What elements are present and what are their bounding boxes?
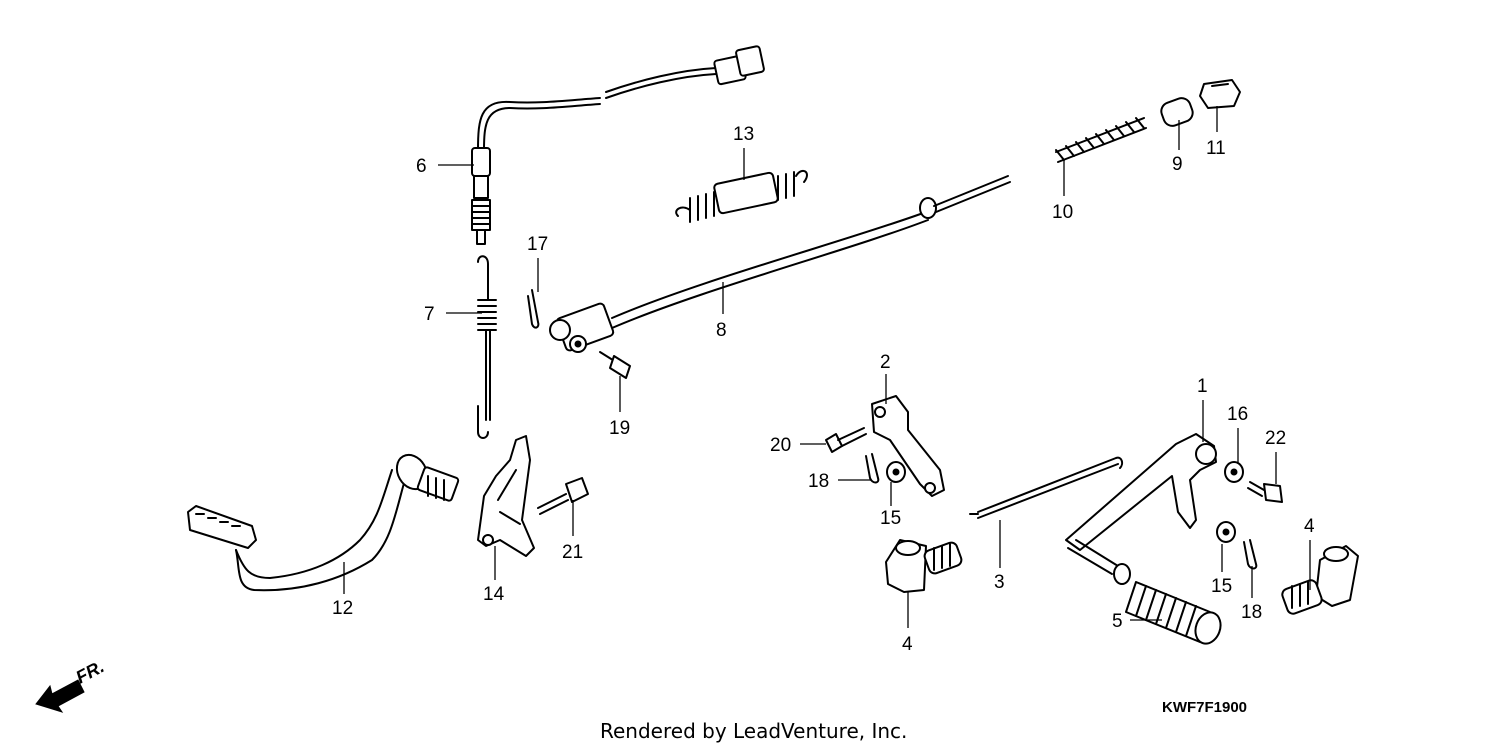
nut-part-11	[1199, 79, 1241, 109]
callout-18-lower: 18	[1241, 602, 1262, 623]
callout-22: 22	[1265, 428, 1286, 449]
bolt-part-20	[825, 427, 867, 453]
callout-8: 8	[716, 320, 727, 341]
callout-11: 11	[1206, 138, 1226, 159]
clamp-arm-part-2	[871, 395, 945, 497]
brake-rod-part-8	[549, 175, 1011, 353]
callout-10: 10	[1052, 202, 1073, 223]
callout-7: 7	[424, 304, 435, 325]
callout-numbers: 6 7 13 17 8 19 10 9 11 2 20 18 15 1 16 2…	[332, 124, 1315, 655]
spring-part-10	[1055, 117, 1147, 163]
callout-6: 6	[416, 156, 427, 177]
callout-13: 13	[733, 124, 754, 145]
front-direction-indicator: FR.	[35, 656, 107, 713]
credit-text: Rendered by LeadVenture, Inc.	[600, 719, 907, 743]
callout-14: 14	[483, 584, 505, 605]
callout-12: 12	[332, 598, 353, 619]
footpeg-rubber-part-4-right	[1281, 545, 1359, 615]
callout-4-center: 4	[902, 634, 913, 655]
callout-15-lower: 15	[1211, 576, 1232, 597]
shift-rod-part-3	[969, 456, 1124, 519]
callout-9: 9	[1172, 154, 1183, 175]
spring-part-7	[477, 255, 497, 439]
front-arrow-icon	[35, 679, 85, 713]
washer-part-16	[1224, 461, 1244, 483]
callout-16: 16	[1227, 404, 1248, 425]
cotter-pin-part-18-lower	[1243, 539, 1258, 570]
callout-17: 17	[527, 234, 548, 255]
callout-1: 1	[1197, 376, 1208, 397]
stop-switch-part-6	[471, 45, 765, 245]
callout-5: 5	[1112, 611, 1123, 632]
leader-lines	[343, 106, 1311, 628]
callout-19: 19	[609, 418, 630, 439]
washer-part-15-upper	[886, 461, 906, 483]
clip-part-17	[527, 289, 540, 329]
callout-3: 3	[994, 572, 1005, 593]
bolt-part-21	[537, 477, 589, 515]
diagram-code: KWF7F1900	[1162, 699, 1247, 716]
callout-15-upper: 15	[880, 508, 901, 529]
callout-21: 21	[562, 542, 583, 563]
stopper-arm-part-14	[477, 435, 535, 557]
callout-20: 20	[770, 435, 791, 456]
cotter-pin-part-18-upper	[865, 453, 880, 484]
return-spring-part-13	[675, 169, 808, 223]
washer-part-15-lower	[1216, 521, 1236, 543]
callout-18-upper: 18	[808, 471, 829, 492]
pin-part-19	[599, 351, 631, 379]
callout-2: 2	[880, 352, 891, 373]
bolt-part-22	[1247, 481, 1283, 503]
pedal-rubber-part-5	[1125, 581, 1222, 645]
gearshift-pedal-part-1	[1065, 433, 1217, 585]
footpeg-rubber-part-4-center	[885, 539, 963, 593]
callout-4-right: 4	[1304, 516, 1315, 537]
joint-part-9	[1160, 97, 1194, 127]
brake-pedal-part-12	[187, 453, 460, 592]
